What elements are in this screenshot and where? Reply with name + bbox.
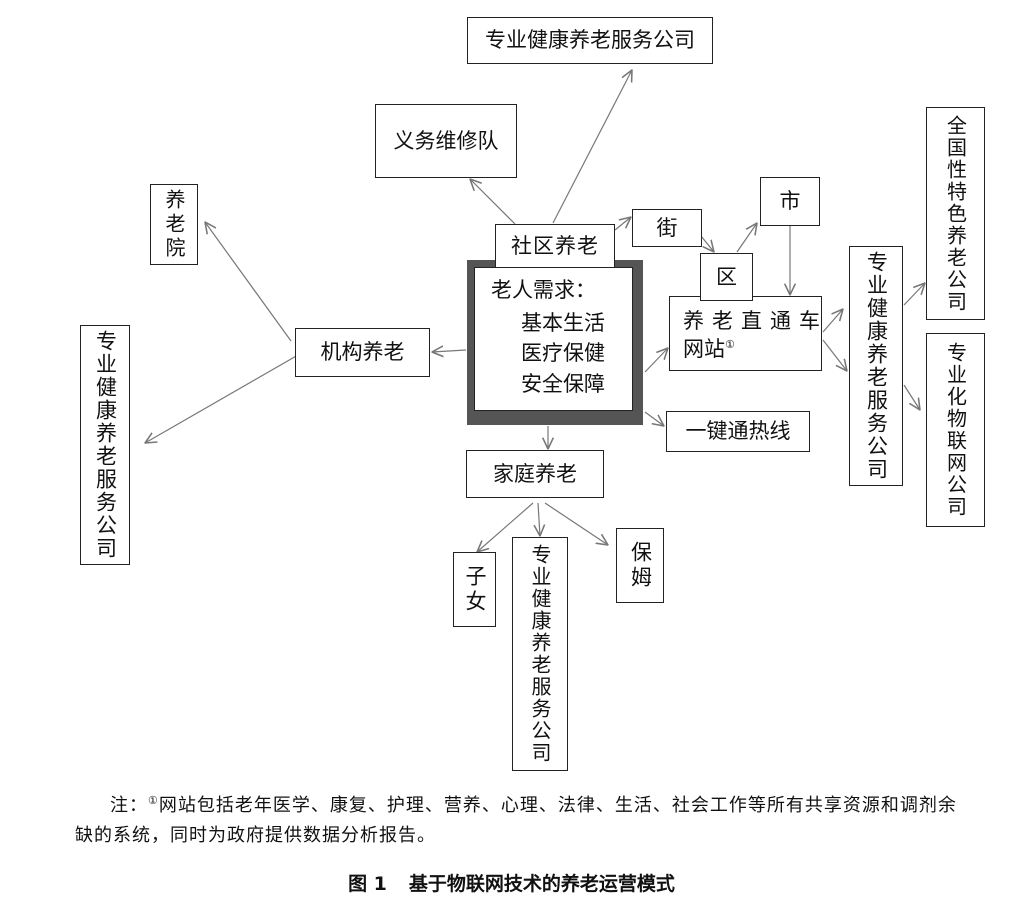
figure-caption: 图 1 基于物联网技术的养老运营模式 bbox=[0, 872, 1023, 896]
children-label: 子女 bbox=[463, 564, 487, 615]
elderly-care-website-box: 养老直通车 网站① bbox=[669, 296, 822, 371]
children-box: 子女 bbox=[453, 552, 496, 627]
footnote-text-line2: 缺的系统，同时为政府提供数据分析报告。 bbox=[75, 825, 436, 846]
home-care-box: 家庭养老 bbox=[466, 450, 604, 498]
website-label-line2: 网站 bbox=[683, 337, 725, 361]
top-service-company-label: 专业健康养老服务公司 bbox=[485, 28, 695, 52]
arrow-website-to-right-company-lower bbox=[822, 339, 847, 371]
arrow-website-to-right-company-upper bbox=[822, 309, 843, 333]
city-label: 市 bbox=[779, 189, 801, 213]
nanny-label: 保姆 bbox=[628, 540, 653, 591]
arrow-needs-to-institutional-care bbox=[432, 350, 467, 352]
district-box: 区 bbox=[700, 253, 753, 301]
arrow-home-to-home-company bbox=[538, 502, 540, 536]
institutional-care-label: 机构养老 bbox=[320, 340, 405, 364]
needs-title: 老人需求： bbox=[491, 278, 596, 302]
footnote-text-line1: 网站包括老年医学、康复、护理、营养、心理、法律、生活、社会工作等所有共享资源和调… bbox=[158, 795, 957, 816]
need-item-safety: 安全保障 bbox=[521, 372, 605, 396]
community-care-label: 社区养老 bbox=[511, 233, 599, 258]
iot-company-label: 专业化物联网公司 bbox=[943, 342, 968, 518]
district-label: 区 bbox=[716, 264, 737, 289]
arrow-district-to-city bbox=[736, 223, 757, 253]
hotline-box: 一键通热线 bbox=[666, 411, 810, 452]
street-box: 街 bbox=[632, 209, 702, 247]
arrow-right-company-to-national bbox=[903, 283, 925, 306]
elderly-needs-box: 老人需求： 基本生活 医疗保健 安全保障 bbox=[474, 267, 633, 411]
arrow-home-to-children bbox=[477, 502, 534, 552]
footnote-line1: 注：①网站包括老年医学、康复、护理、营养、心理、法律、生活、社会工作等所有共享资… bbox=[110, 794, 957, 818]
street-label: 街 bbox=[656, 215, 678, 240]
arrow-needs-to-hotline bbox=[644, 411, 664, 426]
website-label-line1: 养老直通车 bbox=[683, 309, 828, 333]
left-service-company-box: 专业健康养老服务公司 bbox=[80, 325, 130, 565]
arrow-home-to-nanny bbox=[544, 502, 608, 545]
arrow-community-to-maintenance-team bbox=[470, 179, 516, 225]
need-item-basic-living: 基本生活 bbox=[521, 311, 605, 335]
figure-title: 基于物联网技术的养老运营模式 bbox=[408, 873, 675, 895]
community-care-box: 社区养老 bbox=[495, 224, 615, 268]
maintenance-team-label: 义务维修队 bbox=[393, 128, 499, 153]
need-item-healthcare: 医疗保健 bbox=[521, 341, 605, 365]
maintenance-team-box: 义务维修队 bbox=[375, 104, 517, 178]
home-care-label: 家庭养老 bbox=[493, 461, 577, 486]
figure-label: 图 1 bbox=[348, 873, 387, 895]
footnote-mark: ① bbox=[148, 794, 159, 807]
footnote-line2: 缺的系统，同时为政府提供数据分析报告。 bbox=[75, 824, 436, 848]
nursing-home-label: 养老院 bbox=[162, 188, 186, 261]
arrow-needs-to-website bbox=[644, 348, 668, 373]
arrow-street-to-district bbox=[700, 235, 714, 252]
arrow-community-to-street bbox=[614, 217, 631, 231]
website-note-mark: ① bbox=[725, 338, 735, 351]
arrow-institution-to-nursing-home bbox=[205, 222, 292, 342]
top-service-company-box: 专业健康养老服务公司 bbox=[467, 17, 713, 64]
home-service-company-box: 专业健康养老服务公司 bbox=[512, 537, 568, 771]
arrow-right-company-to-iot bbox=[903, 384, 920, 410]
iot-company-box: 专业化物联网公司 bbox=[926, 333, 985, 527]
footnote-prefix: 注： bbox=[110, 795, 148, 816]
arrow-institution-to-left-company bbox=[145, 354, 299, 443]
nursing-home-box: 养老院 bbox=[150, 184, 198, 265]
national-company-label: 全国性特色养老公司 bbox=[943, 114, 968, 313]
home-service-company-label: 专业健康养老服务公司 bbox=[528, 544, 552, 764]
city-box: 市 bbox=[760, 177, 820, 226]
institutional-care-box: 机构养老 bbox=[295, 328, 430, 377]
right-service-company-label: 专业健康养老服务公司 bbox=[864, 251, 889, 481]
right-service-company-box: 专业健康养老服务公司 bbox=[849, 246, 903, 486]
hotline-label: 一键通热线 bbox=[685, 419, 791, 443]
national-company-box: 全国性特色养老公司 bbox=[926, 107, 985, 320]
nanny-box: 保姆 bbox=[616, 528, 664, 603]
website-label-line2-wrap: 网站① bbox=[683, 339, 735, 360]
arrow-community-to-top-company bbox=[552, 70, 632, 224]
left-service-company-label: 专业健康养老服务公司 bbox=[93, 330, 118, 560]
